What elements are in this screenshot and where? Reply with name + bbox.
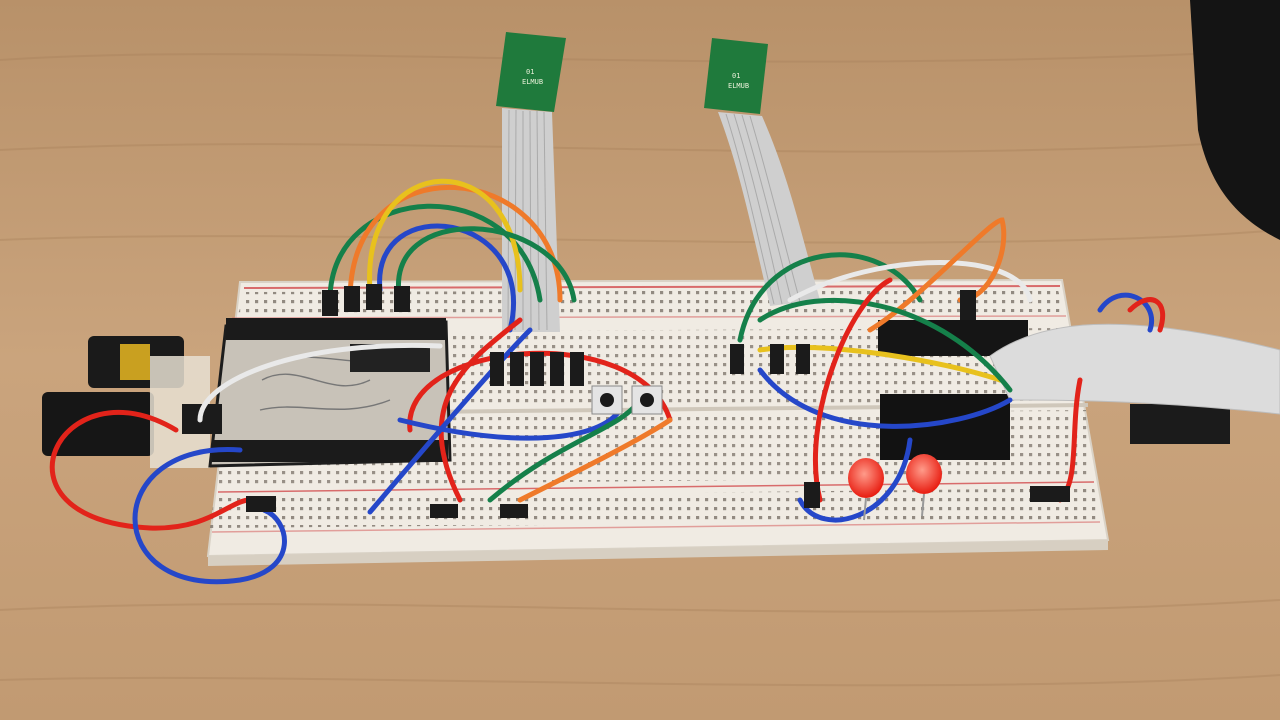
dark-object — [1190, 0, 1280, 240]
microcontroller-board — [182, 318, 452, 468]
red-leds — [848, 454, 942, 521]
sensor-1-label-line2: ELMUB — [522, 78, 543, 86]
ribbon-cable-right — [989, 323, 1280, 415]
pushbuttons — [591, 385, 663, 415]
sensor-2-label-line1: 01 — [732, 72, 740, 80]
sensor-2-label-line2: ELMUB — [728, 82, 749, 90]
wire-connectors — [246, 284, 1070, 518]
wood-grain — [0, 49, 1280, 687]
sensor-1-label-line1: 01 — [526, 68, 534, 76]
sensor-board-2: 01 ELMUB — [704, 38, 820, 306]
jumper-wires — [49, 178, 1166, 585]
